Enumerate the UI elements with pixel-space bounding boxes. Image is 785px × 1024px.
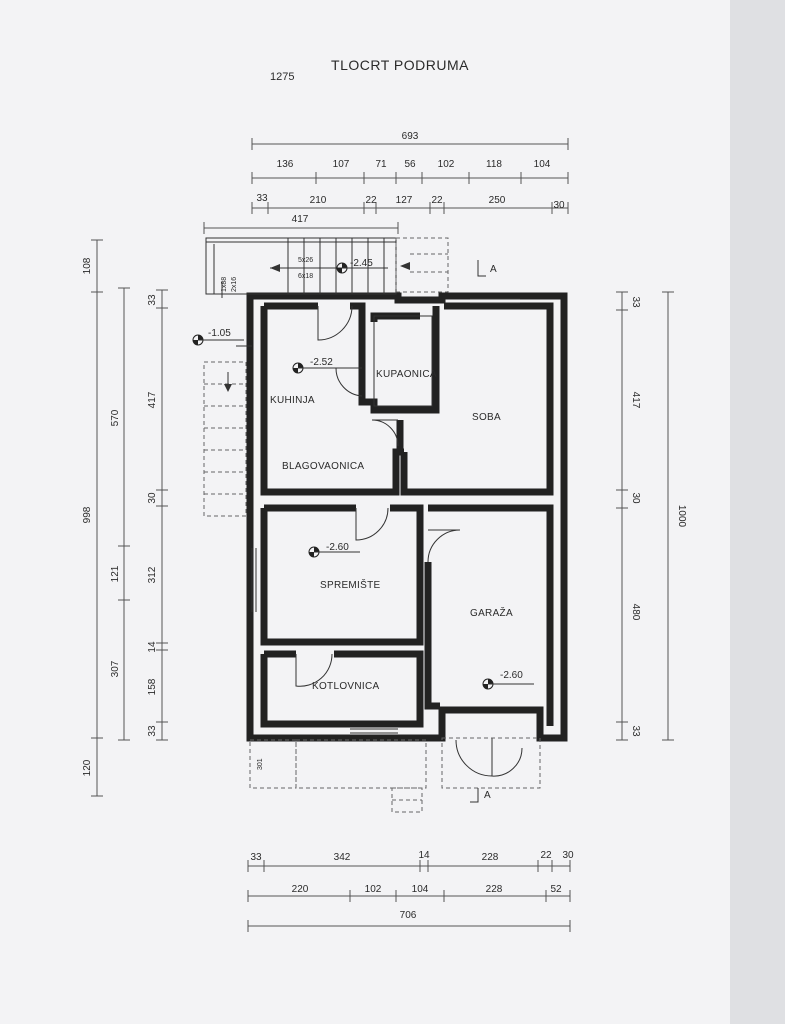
dim-left-in-2: 417	[147, 391, 158, 408]
dim-bottom-r2-2: 102	[365, 884, 382, 895]
dim-bottom-r2-4: 228	[486, 884, 503, 895]
dim-right-total: 1000	[676, 505, 687, 528]
dim-left-outer-1: 108	[82, 257, 93, 274]
dim-right-in-5: 33	[630, 725, 641, 737]
dim-top-r2-6: 250	[489, 195, 506, 206]
doors	[295, 305, 523, 777]
dim-top-r1-3: 71	[375, 159, 387, 170]
dim-left-outer-3: 120	[82, 759, 93, 776]
stamp-number: 1275	[270, 71, 294, 83]
left-dimensions: 108 998 120 570 121 307 33 417 30 312 14…	[82, 239, 168, 797]
dim-left-in-7: 33	[147, 725, 158, 737]
dim-bottom-r1-4: 228	[482, 852, 499, 863]
dim-top-r1-2: 107	[333, 159, 350, 170]
level-kuhinja: -2.52	[310, 357, 333, 368]
stair-note-a2: 6x18	[298, 273, 313, 280]
drawing-sheet	[0, 0, 730, 1024]
section-label-bottom: A	[484, 790, 491, 801]
dim-left-outer-2: 998	[82, 506, 93, 523]
entrance-area	[249, 737, 541, 813]
level-marker-garaza: -2.60	[482, 670, 534, 690]
level-marker-entry: -1.05	[192, 328, 244, 346]
level-marker-kuhinja: -2.52	[292, 357, 338, 374]
dim-left-in-5: 14	[147, 641, 158, 653]
windows	[251, 298, 520, 734]
stair-note-a1: 5x26	[298, 257, 313, 264]
room-kotlovnica: KOTLOVNICA	[312, 681, 379, 692]
bottom-dimensions: 33 342 14 228 22 30 220 102 104 228 52 7…	[247, 850, 574, 932]
dim-bottom-r1-1: 33	[250, 852, 262, 863]
dim-left-in-4: 312	[147, 566, 158, 583]
dim-top-left-span: 417	[292, 214, 309, 225]
level-entry: -1.05	[208, 328, 231, 339]
dim-right-in-1: 33	[630, 296, 641, 308]
level-spremiste: -2.60	[326, 542, 349, 553]
dim-bottom-r1-5: 22	[540, 850, 552, 861]
dim-top-r2-2: 210	[310, 195, 327, 206]
level-marker-spremiste: -2.60	[308, 542, 360, 558]
dim-top-r1-7: 104	[534, 159, 551, 170]
right-dimensions: 33 417 30 480 33 1000	[616, 291, 687, 741]
stair-note-b1: 1x88	[221, 277, 228, 292]
dim-top-r1-6: 118	[486, 159, 502, 170]
dim-right-in-2: 417	[630, 392, 641, 409]
dim-bottom-total: 706	[400, 910, 417, 921]
room-garaza: GARAŽA	[470, 606, 513, 619]
dim-top-r1-4: 56	[404, 159, 416, 170]
dim-left-mid-1: 570	[110, 409, 121, 426]
section-marker-bottom: A	[470, 788, 491, 803]
dim-left-mid-3: 307	[110, 660, 121, 677]
dim-top-r2-7: 30	[553, 200, 565, 211]
dim-right-in-3: 30	[630, 492, 641, 504]
dim-left-in-6: 158	[147, 678, 158, 695]
dim-top-r2-1: 33	[256, 193, 268, 204]
room-soba: SOBA	[472, 412, 501, 423]
dim-bottom-r2-5: 52	[550, 884, 562, 895]
dim-bottom-r1-3: 14	[418, 850, 430, 861]
dim-total-top: 693	[402, 131, 419, 142]
dim-top-r1-1: 136	[277, 159, 294, 170]
staircase-top: 5x26 6x18 1x88 2x16	[205, 237, 449, 298]
section-label-top: A	[490, 264, 497, 275]
dim-bottom-r1-2: 342	[334, 852, 351, 863]
section-marker-top: A	[477, 260, 497, 277]
dim-right-in-4: 480	[630, 604, 641, 621]
dim-bottom-r2-1: 220	[292, 884, 309, 895]
dim-top-r2-5: 22	[431, 195, 443, 206]
level-garaza: -2.60	[500, 670, 523, 681]
dim-top-r1-5: 102	[438, 159, 455, 170]
room-kuhinja: KUHINJA	[270, 395, 315, 406]
stair-note-b2: 2x16	[231, 277, 238, 292]
page-edge	[730, 0, 785, 1024]
svg-text:301: 301	[257, 758, 264, 770]
dim-left-mid-2: 121	[110, 565, 121, 582]
dim-left-in-3: 30	[147, 492, 158, 504]
room-blagovaonica: BLAGOVAONICA	[282, 461, 364, 472]
level-marker-stair: -2.45	[336, 258, 373, 274]
plan-title: TLOCRT PODRUMA	[331, 57, 469, 73]
level-stair: -2.45	[350, 258, 373, 269]
dim-top-r2-3: 22	[365, 195, 377, 206]
dim-bottom-r2-3: 104	[412, 884, 429, 895]
top-dimensions: 693 136 107 71 56 102 118 104 33 210 22 …	[203, 131, 569, 234]
room-spremiste: SPREMIŠTE	[320, 578, 381, 591]
dim-left-in-1: 33	[147, 294, 158, 306]
dim-top-r2-4: 127	[396, 195, 413, 206]
dim-bottom-r1-6: 30	[562, 850, 574, 861]
room-kupaonica: KUPAONICA	[376, 369, 437, 380]
